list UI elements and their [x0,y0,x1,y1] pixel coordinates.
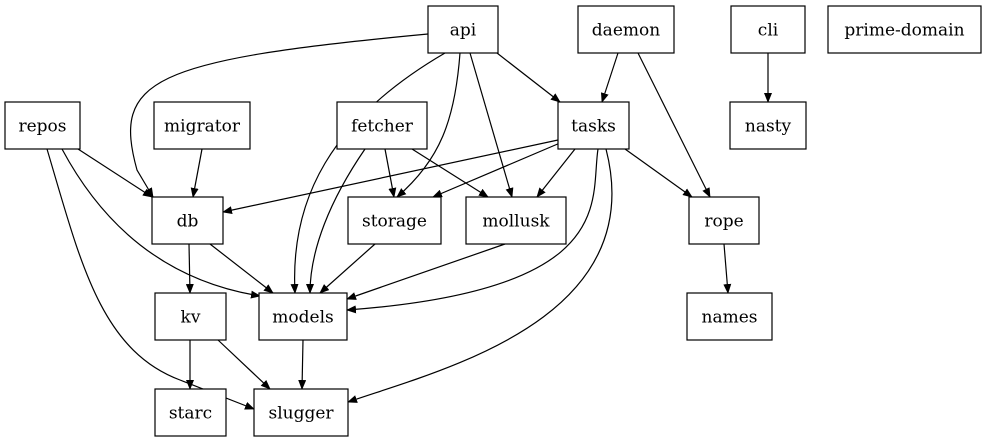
edge-api-to-models [290,52,446,294]
edge-db-to-models [209,243,274,294]
node-names: names [686,292,773,341]
node-label-storage: storage [362,212,427,232]
edge-tasks-to-slugger [347,148,613,403]
edge-repos-to-db [77,148,153,198]
edge-repos-to-models [61,148,261,299]
node-label-prime-domain: prime-domain [844,21,964,41]
node-box-api [427,5,499,54]
node-label-rope: rope [704,212,743,232]
node-box-slugger [253,388,349,437]
node-migrator: migrator [153,101,251,150]
edge-api-to-storage [396,52,461,198]
node-box-fetcher [336,101,428,150]
node-label-fetcher: fetcher [351,117,414,137]
node-label-api: api [450,21,477,41]
node-storage: storage [347,196,442,245]
node-box-starc [154,388,227,437]
edge-tasks-to-rope [624,148,693,198]
node-box-nasty [729,101,807,150]
edge-daemon-to-rope [637,52,711,198]
node-label-tasks: tasks [571,117,616,137]
nodes-layer: api daemon cli prime-domain repos migrator fet… [4,5,982,437]
node-label-cli: cli [758,21,779,41]
edge-tasks-to-mollusk [536,148,576,198]
node-label-repos: repos [18,117,66,137]
edge-fetcher-to-storage [384,148,397,198]
edges-layer [46,33,772,410]
node-tasks: tasks [557,101,630,150]
node-label-models: models [272,308,333,328]
node-box-mollusk [465,196,567,245]
node-label-db: db [177,212,199,232]
edge-fetcher-to-mollusk [411,148,489,198]
node-box-tasks [557,101,630,150]
node-label-migrator: migrator [164,117,241,137]
node-box-cli [730,5,806,54]
node-box-prime-domain [827,5,982,54]
node-box-db [151,196,224,245]
node-slugger: slugger [253,388,349,437]
edge-rope-to-names [723,243,732,294]
edge-tasks-to-storage [432,142,561,198]
edge-api-to-tasks [496,52,561,103]
edge-migrator-to-db [190,148,203,198]
node-label-mollusk: mollusk [482,212,550,232]
edge-api-to-db [130,33,429,198]
edge-api-to-mollusk [469,52,514,198]
edge-kv-to-slugger [217,339,271,390]
node-box-daemon [577,5,675,54]
node-repos: repos [4,101,81,150]
node-label-names: names [702,308,758,328]
edge-daemon-to-tasks [600,52,619,103]
node-label-daemon: daemon [592,21,660,41]
edge-mollusk-to-models [346,243,506,300]
node-models: models [258,292,348,341]
edge-models-to-slugger [298,339,307,390]
node-label-nasty: nasty [745,117,792,137]
node-label-kv: kv [181,308,201,328]
node-box-names [686,292,773,341]
edge-fetcher-to-models [306,148,366,294]
node-prime-domain: prime-domain [827,5,982,54]
node-db: db [151,196,224,245]
node-mollusk: mollusk [465,196,567,245]
edge-tasks-to-models [346,148,599,314]
node-starc: starc [154,388,227,437]
node-label-starc: starc [169,404,212,424]
node-box-migrator [153,101,251,150]
node-box-kv [154,292,227,341]
edge-repos-to-slugger [46,148,255,410]
node-kv: kv [154,292,227,341]
node-api: api [427,5,499,54]
node-daemon: daemon [577,5,675,54]
node-label-slugger: slugger [268,404,334,424]
edge-db-to-kv [185,243,194,294]
node-nasty: nasty [729,101,807,150]
node-box-repos [4,101,81,150]
node-cli: cli [730,5,806,54]
node-box-storage [347,196,442,245]
node-rope: rope [688,196,760,245]
edge-tasks-to-db [222,139,559,215]
node-fetcher: fetcher [336,101,428,150]
node-box-rope [688,196,760,245]
node-box-models [258,292,348,341]
edge-storage-to-models [319,243,376,294]
